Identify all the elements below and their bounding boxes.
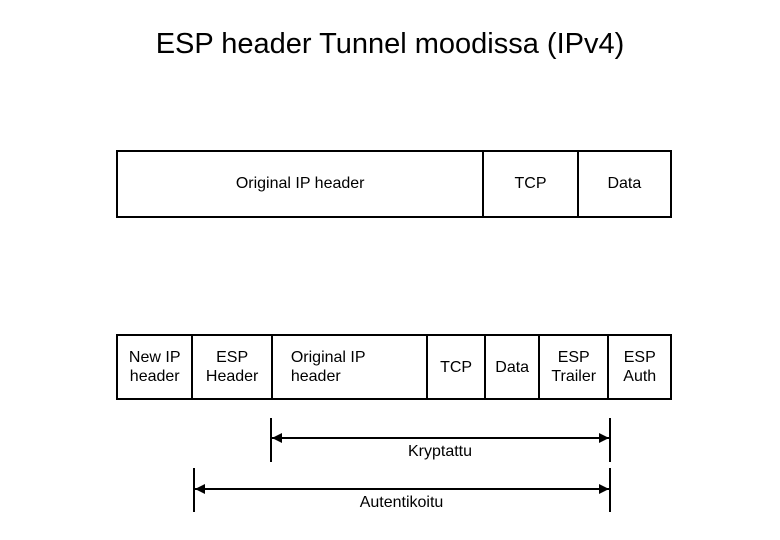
encrypted-span-arrowhead-right	[599, 433, 609, 443]
authenticated-span-label: Autentikoitu	[359, 494, 444, 511]
encrypted-span-arrowhead-left	[272, 433, 282, 443]
authenticated-span-arrowhead-left	[195, 484, 205, 494]
packet-cell-tcp: TCP	[428, 336, 487, 398]
packet-cell-label: Data	[495, 358, 530, 376]
packet-cell-tcp: TCP	[484, 152, 579, 216]
encrypted-span-label: Kryptattu	[407, 443, 473, 460]
packet-cell-label: Original IP header	[235, 175, 365, 192]
packet-cell-label: Data	[607, 175, 642, 192]
packet-cell-label: TCP	[514, 175, 547, 192]
packet-cell-label: TCP	[440, 358, 473, 376]
encrypted-span-line	[272, 437, 609, 439]
packet-cell-data: Data	[486, 336, 540, 398]
encrypted-span-right-tick	[609, 418, 611, 462]
authenticated-span-right-tick	[609, 468, 611, 512]
authenticated-span-left-tick	[193, 468, 195, 512]
packet-cell-original-ip-header: Original IP header	[118, 152, 485, 216]
packet-cell-data: Data	[579, 152, 670, 216]
encrypted-span-left-tick	[270, 418, 272, 462]
original-packet-row: Original IP header TCP Data	[116, 150, 672, 218]
page-title: ESP header Tunnel moodissa (IPv4)	[155, 28, 625, 60]
authenticated-span-line	[195, 488, 609, 490]
authenticated-span-arrowhead-right	[599, 484, 609, 494]
